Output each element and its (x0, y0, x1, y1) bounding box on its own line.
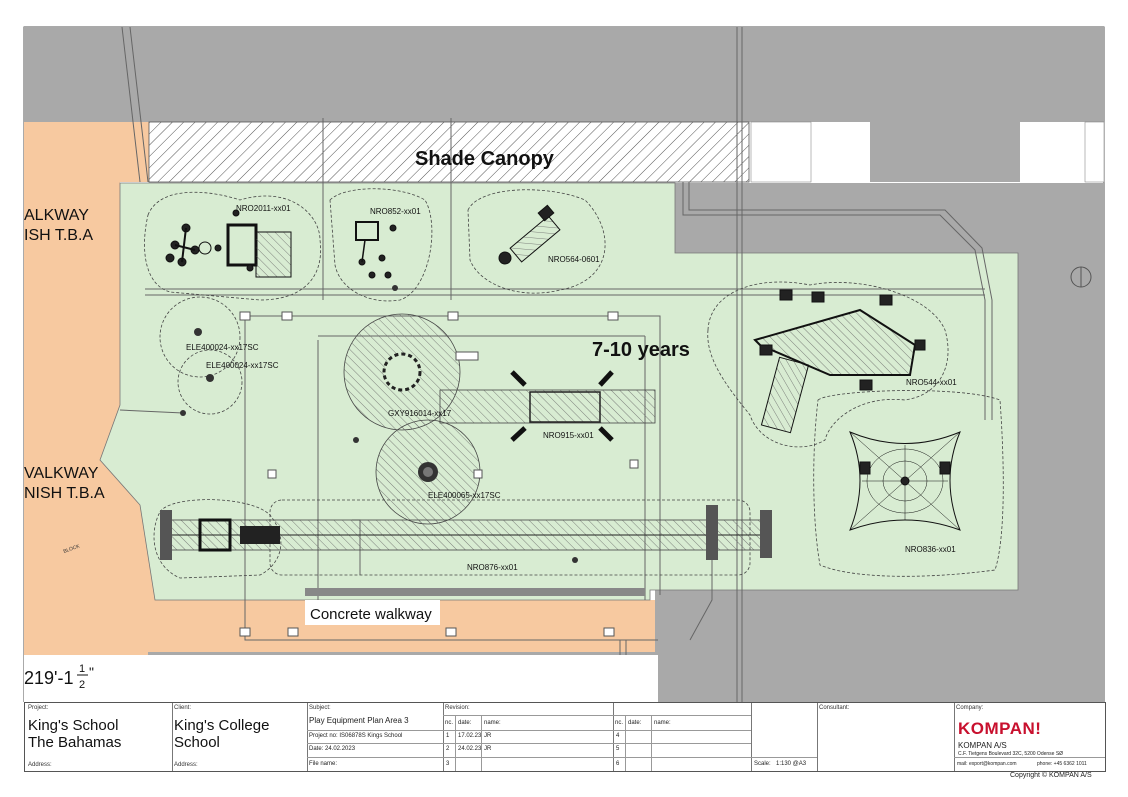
rev-3-no: 3 (446, 761, 450, 767)
label-ele400065: ELE400065-xx17SC (428, 491, 501, 500)
consultant-cell: Consultant: (817, 703, 955, 771)
walkway-mid-line2: NISH T.B.A (24, 485, 105, 502)
scale-value: 1:130 @A3 (776, 761, 807, 767)
label-nro915: NRO915-xx01 (543, 431, 594, 440)
address-label: Address: (28, 762, 52, 768)
project-number: Project no: IS06878S Kings School (309, 733, 403, 739)
copyright: Copyright © KOMPAN A/S (1010, 772, 1092, 779)
label-nro2011: NRO2011-xx01 (236, 204, 291, 213)
client-line1: King's College (174, 717, 270, 734)
label-gxy916014: GXY916014-xx17 (388, 409, 452, 418)
walkway-top-line2: ISH T.B.A (24, 227, 93, 244)
kompan-logo: KOMPAN! (958, 719, 1042, 738)
dimension-fraction-den: 2 (79, 679, 85, 691)
company-address: C.F. Tietgens Boulevard 32C, 5200 Odense… (958, 751, 1064, 757)
rev-4-no: 4 (616, 733, 620, 739)
rev-header-name: name: (484, 720, 501, 726)
rev-b-header-date: date: (628, 720, 642, 726)
site-plan-drawing: Shade Canopy 7-10 years Concrete walkway… (23, 26, 1105, 702)
rev-2-date: 24.02.23 (458, 746, 482, 752)
scale-label: Scale: (754, 761, 771, 767)
rev-header-date: date: (458, 720, 472, 726)
concrete-walkway-label: Concrete walkway (310, 606, 432, 623)
rev-b-header-no: nc. (615, 720, 624, 726)
subject-label: Subject: (309, 705, 331, 711)
consultant-label: Consultant: (819, 705, 850, 711)
walkway-top-line1: ALKWAY (24, 207, 89, 224)
company-label: Company: (956, 705, 984, 711)
client-line2: School (174, 734, 220, 751)
client-address-label: Address: (174, 762, 198, 768)
shade-canopy-area (148, 121, 750, 183)
subject-value: Play Equipment Plan Area 3 (309, 716, 409, 725)
company-phone: phone: +45 6362 1011 (1037, 761, 1087, 767)
sand-area (24, 122, 655, 702)
rev-2-name: JR (484, 746, 492, 752)
title-block: Project: King's School The Bahamas Addre… (24, 702, 1106, 772)
label-nro836: NRO836-xx01 (905, 545, 956, 554)
rev-1-date: 17.02.23 (458, 733, 482, 739)
revision-cell-b: nc. date: name: 4 5 6 (613, 703, 752, 771)
rev-1-name: JR (484, 733, 492, 739)
rev-1-no: 1 (446, 733, 450, 739)
label-nro852: NRO852-xx01 (370, 207, 421, 216)
project-line2: The Bahamas (28, 734, 122, 751)
project-cell: Project: King's School The Bahamas Addre… (25, 703, 173, 771)
project-line1: King's School (28, 717, 119, 734)
project-label: Project: (28, 705, 49, 711)
walkway-mid-line1: VALKWAY (24, 465, 99, 482)
rev-header-no: nc. (445, 720, 454, 726)
scale-cell: Scale: 1:130 @A3 (751, 703, 818, 771)
label-ele400024-b: ELE400024-xx17SC (206, 361, 279, 370)
small-tag: BLOCK (63, 543, 82, 555)
label-ele400024-a: ELE400024-xx17SC (186, 343, 259, 352)
age-group-label: 7-10 years (592, 339, 690, 361)
label-nro544: NRO544-xx01 (906, 378, 957, 387)
dimension-inch-mark: " (89, 664, 94, 680)
rev-5-no: 5 (616, 746, 620, 752)
company-mail: mail: export@kompan.com (957, 761, 1017, 767)
dimension-label: 219'-1 (24, 668, 73, 688)
rev-b-header-name: name: (654, 720, 671, 726)
drawing-date: Date: 24.02.2023 (309, 746, 356, 752)
label-nro876: NRO876-xx01 (467, 563, 518, 572)
company-name: KOMPAN A/S (958, 741, 1007, 750)
dimension-fraction-num: 1 (79, 663, 85, 675)
subject-cell: Subject: Play Equipment Plan Area 3 Proj… (307, 703, 444, 771)
revision-label: Revision: (445, 705, 470, 711)
label-nro564: NRO564-0601 (548, 255, 600, 264)
revision-cell-a: Revision: nc. date: name: 1 17.02.23 JR … (443, 703, 614, 771)
client-label: Client: (174, 705, 192, 711)
shade-canopy-label: Shade Canopy (415, 148, 555, 170)
client-cell: Client: King's College School Address: (172, 703, 308, 771)
rev-6-no: 6 (616, 761, 620, 767)
rev-2-no: 2 (446, 746, 450, 752)
company-cell: Company: KOMPAN! KOMPAN A/S C.F. Tietgen… (954, 703, 1105, 771)
file-name-label: File name: (309, 761, 338, 767)
